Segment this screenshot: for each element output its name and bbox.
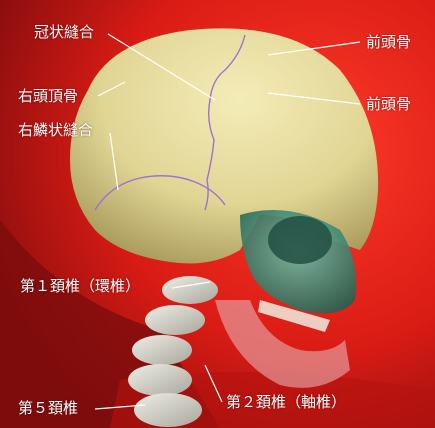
orbit <box>268 216 332 264</box>
label-frontal-bone-upper: 前頭骨 <box>366 34 411 51</box>
label-cervical-5: 第５頚椎 <box>18 400 78 417</box>
label-frontal-bone-lower: 前頭骨 <box>366 96 411 113</box>
label-right-parietal: 右頭頂骨 <box>18 88 78 105</box>
label-coronal-suture: 冠状縫合 <box>34 24 94 41</box>
label-right-squamous-suture: 右鱗状縫合 <box>18 122 93 139</box>
label-cervical-2: 第２頚椎（軸椎） <box>226 394 346 411</box>
label-cervical-1: 第１頚椎（環椎） <box>20 278 140 295</box>
